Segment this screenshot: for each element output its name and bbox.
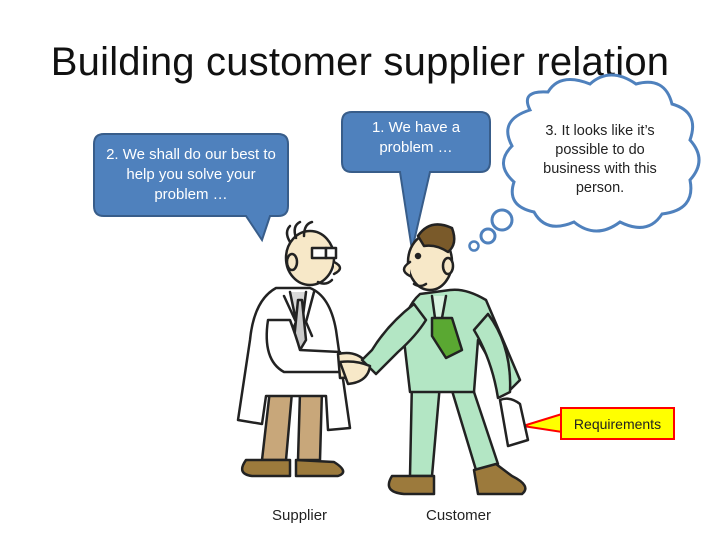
supplier-speech-bubble <box>93 133 289 243</box>
slide-title: Building customer supplier relation <box>50 40 670 84</box>
requirements-label: Requirements <box>573 415 662 432</box>
customer-figure <box>338 223 530 496</box>
supplier-speech-text: 2. We shall do our best to help you solv… <box>106 146 276 203</box>
requirements-box: Requirements <box>560 407 675 440</box>
customer-speech-text: 1. We have a problem … <box>371 119 461 156</box>
supplier-label: Supplier <box>272 507 328 524</box>
thought-dot-medium <box>479 227 497 245</box>
thought-dot-large <box>490 208 514 232</box>
customer-speech-bubble <box>341 111 491 251</box>
thought-dot-small <box>468 240 480 252</box>
supplier-figure <box>236 220 368 478</box>
thought-cloud <box>502 73 701 233</box>
customer-label: Customer <box>426 507 492 524</box>
thought-text: 3. It looks like it’s possible to do bus… <box>543 123 657 196</box>
requirements-pointer <box>522 412 563 434</box>
